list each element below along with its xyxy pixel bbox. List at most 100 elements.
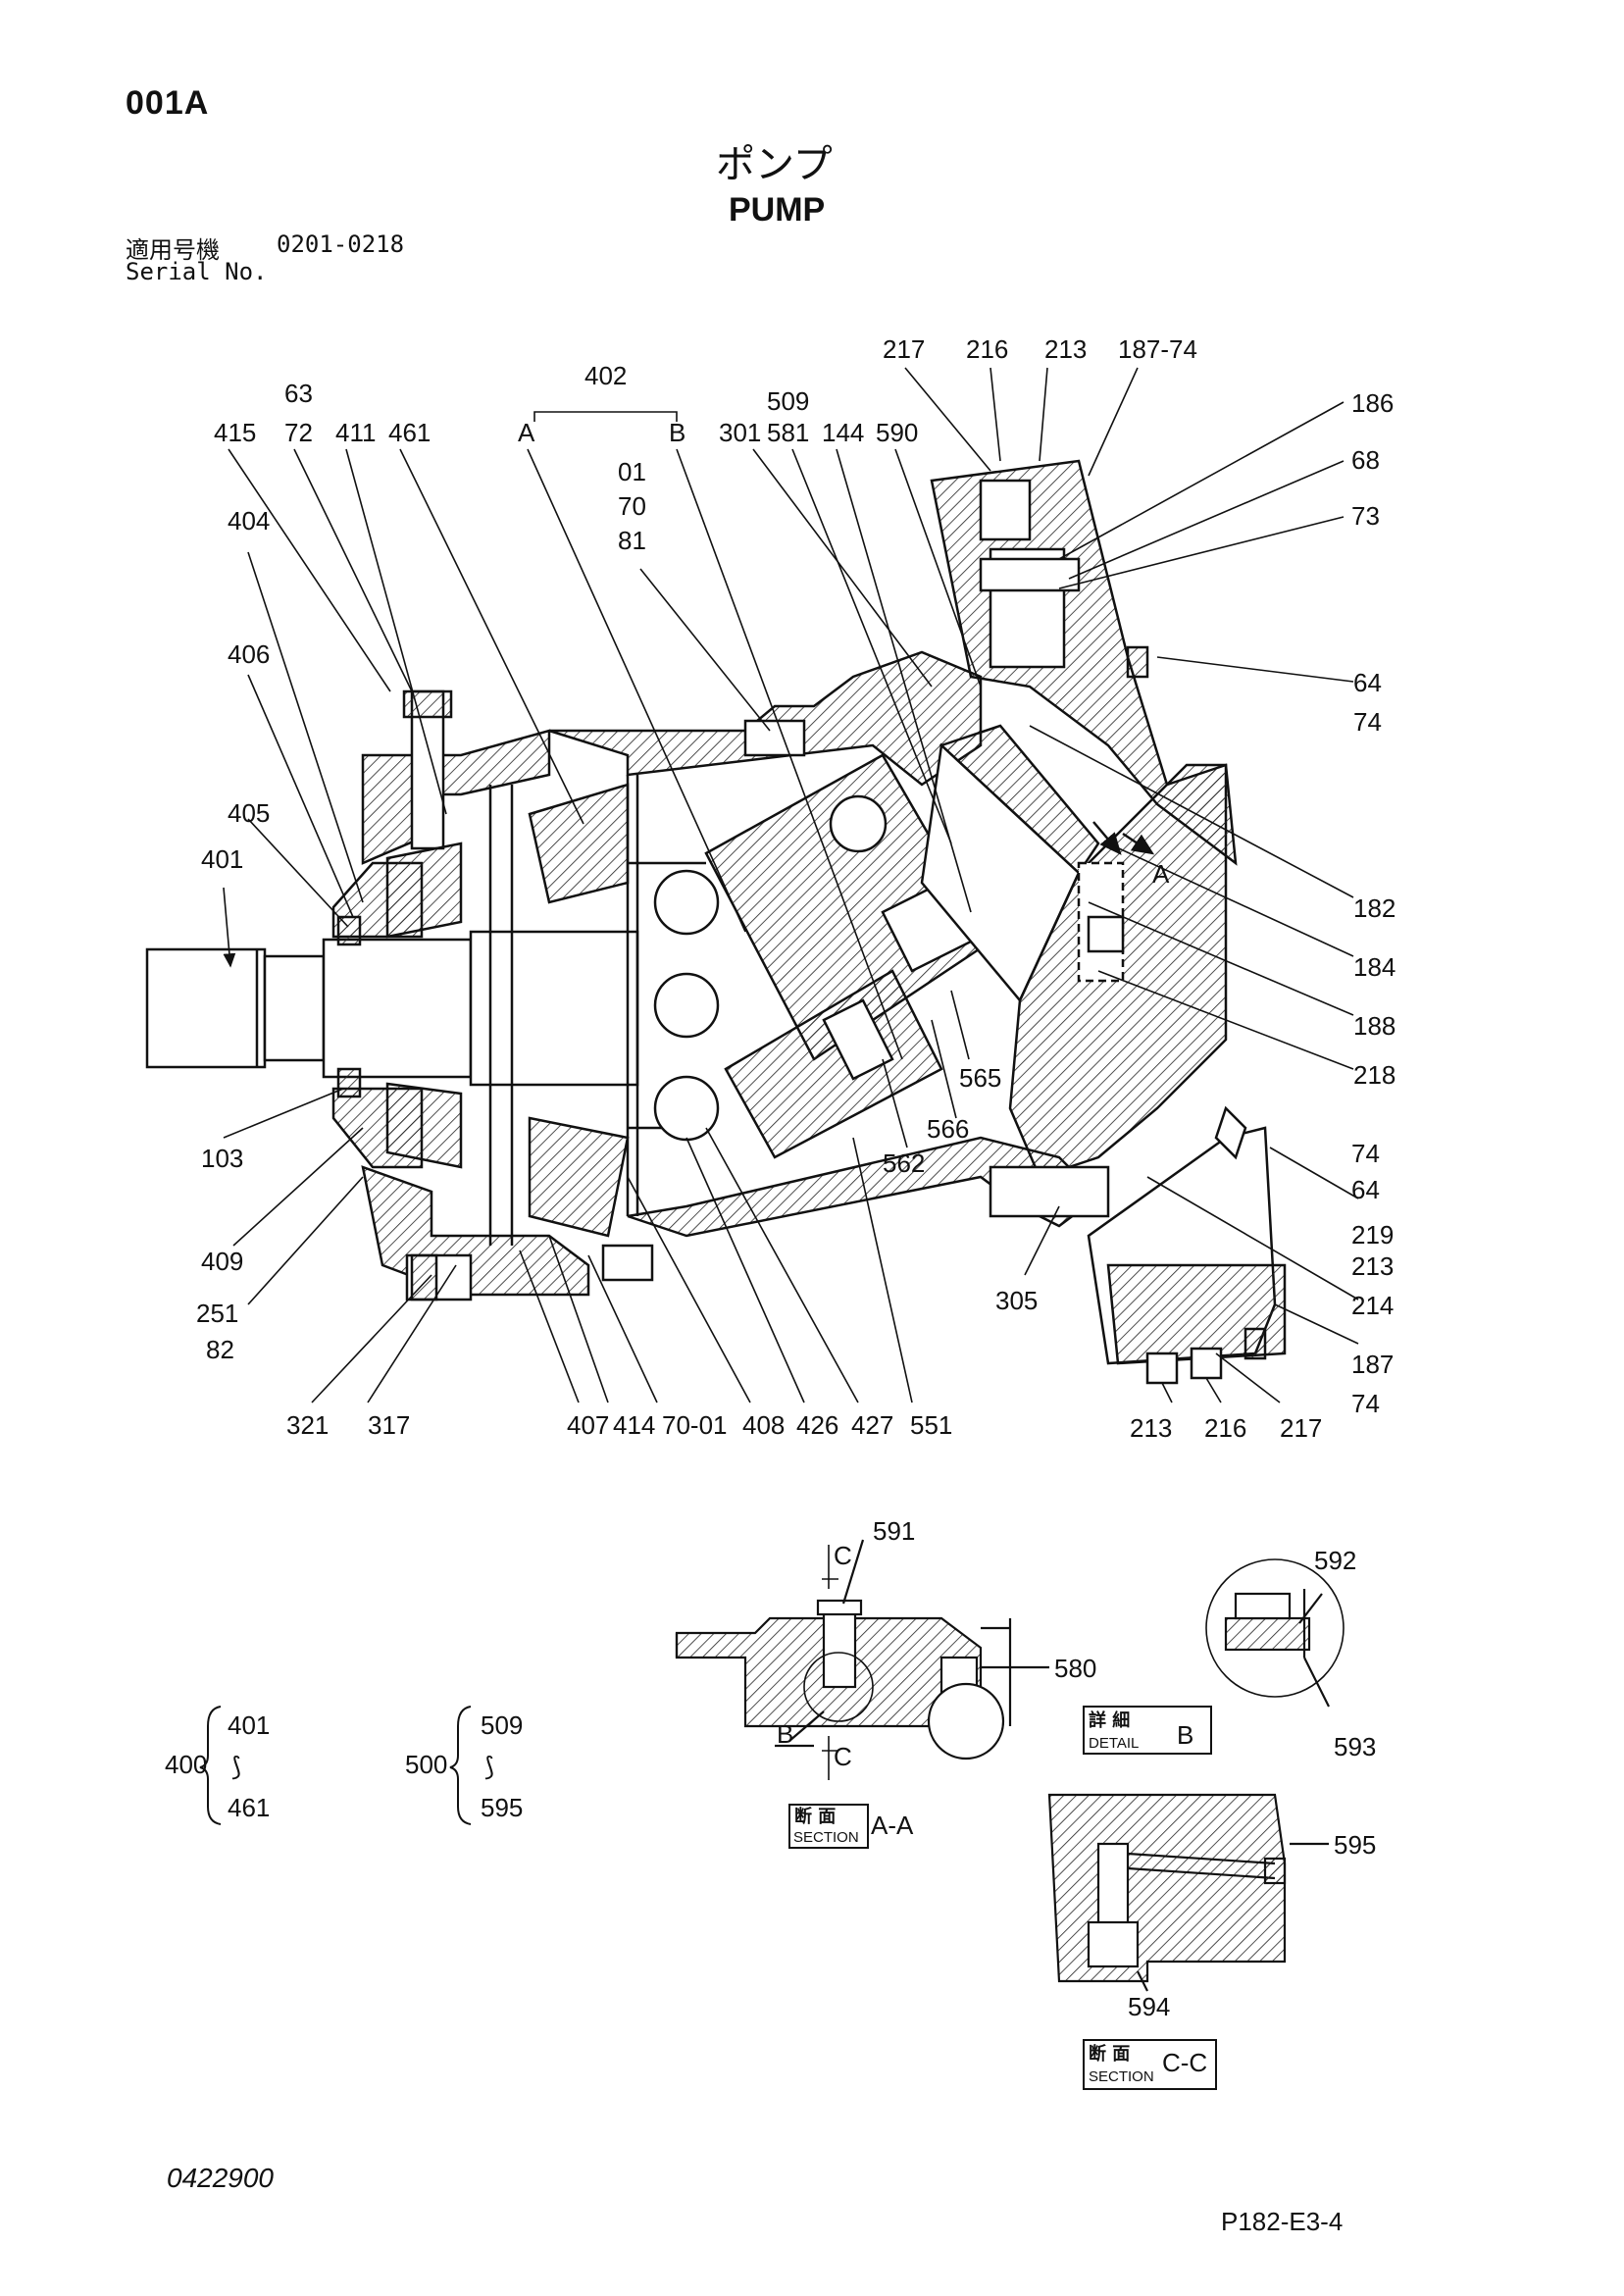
main-casing xyxy=(548,650,1100,1238)
callout-217-bottom: 217 xyxy=(1280,1413,1322,1443)
callout-70: 70 xyxy=(618,491,646,521)
callout-74-bottom: 74 xyxy=(1351,1389,1380,1418)
callout-427: 427 xyxy=(851,1410,893,1440)
callout-73: 73 xyxy=(1351,501,1380,531)
callout-188: 188 xyxy=(1353,1011,1396,1041)
callout-404: 404 xyxy=(228,506,270,536)
serial-label-english: Serial No. xyxy=(126,258,268,285)
bearings xyxy=(385,783,630,1246)
callout-580: 580 xyxy=(1054,1654,1096,1683)
detail-b-labels: 592 593 詳 細 DETAIL B xyxy=(1089,1546,1376,1761)
callout-592: 592 xyxy=(1314,1546,1356,1575)
callout-321: 321 xyxy=(286,1410,329,1440)
callout-305: 305 xyxy=(995,1286,1038,1315)
section-c-c-tag-en: SECTION xyxy=(1089,2068,1154,2085)
serial-range: 0201-0218 xyxy=(277,230,405,258)
callout-301: 301 xyxy=(719,418,761,447)
section-a-a-tag-jp: 断 面 xyxy=(794,1806,836,1827)
footer-page-code: P182-E3-4 xyxy=(1221,2207,1344,2236)
callout-562: 562 xyxy=(883,1148,925,1178)
callout-213-mid: 213 xyxy=(1351,1251,1394,1281)
callout-218: 218 xyxy=(1353,1060,1396,1090)
callout-72: 72 xyxy=(284,418,313,447)
callout-arrow-a: A xyxy=(1152,859,1170,889)
drive-shaft xyxy=(145,930,639,1087)
detail-b-letter: B xyxy=(1177,1720,1193,1750)
callout-317: 317 xyxy=(368,1410,410,1440)
callout-408: 408 xyxy=(742,1410,785,1440)
callout-594: 594 xyxy=(1128,1992,1170,2021)
callout-217-top: 217 xyxy=(883,334,925,364)
callout-182: 182 xyxy=(1353,893,1396,923)
detail-b-view xyxy=(1083,1558,1345,1755)
callout-64-top: 64 xyxy=(1353,668,1382,697)
callout-labels: 63 72 415 411 461 402 A B 01 70 81 509 3… xyxy=(196,334,1396,1443)
section-a-a-tag-box xyxy=(788,1804,869,1849)
callout-214: 214 xyxy=(1351,1291,1394,1320)
section-c-c-tag-jp: 断 面 xyxy=(1089,2043,1130,2065)
port-block xyxy=(930,459,1287,1385)
section-a-a-tag-en: SECTION xyxy=(793,1829,859,1846)
callout-01: 01 xyxy=(618,457,646,486)
detail-b-tag-jp: 詳 細 xyxy=(1089,1709,1130,1731)
section-c-c-labels: 595 594 断 面 SECTION C-C xyxy=(1089,1830,1376,2085)
callout-581: 581 xyxy=(767,418,809,447)
callout-70-01: 70-01 xyxy=(662,1410,728,1440)
callout-213-top: 213 xyxy=(1044,334,1087,364)
section-a-a-labels: 591 C 580 B C 断 面 SECTION A-A xyxy=(777,1516,1096,1849)
callout-415: 415 xyxy=(214,418,256,447)
title-japanese: ポンプ xyxy=(716,142,833,187)
callout-406: 406 xyxy=(228,639,270,669)
callout-402a: A xyxy=(518,418,535,447)
callout-593: 593 xyxy=(1334,1732,1376,1761)
callout-68: 68 xyxy=(1351,445,1380,475)
callout-565: 565 xyxy=(959,1063,1001,1093)
group-400-from: 401 xyxy=(228,1710,270,1740)
callout-186: 186 xyxy=(1351,388,1394,418)
callout-407: 407 xyxy=(567,1410,609,1440)
group-400-tilde: ⟆ xyxy=(231,1752,241,1781)
callout-64-mid: 64 xyxy=(1351,1175,1380,1204)
section-a-a-letter: A-A xyxy=(871,1811,914,1840)
callout-187-74: 187-74 xyxy=(1118,334,1197,364)
callout-461: 461 xyxy=(388,418,431,447)
group-500: 500 509 ⟆ 595 xyxy=(405,1706,523,1825)
callout-402b: B xyxy=(669,418,685,447)
callout-414: 414 xyxy=(613,1410,655,1440)
group-500-label: 500 xyxy=(405,1750,447,1779)
callout-411: 411 xyxy=(335,418,376,447)
callout-144: 144 xyxy=(822,418,864,447)
page-id: 001A xyxy=(126,84,210,122)
callout-591: 591 xyxy=(873,1516,915,1546)
title-english: PUMP xyxy=(729,191,826,229)
callout-251: 251 xyxy=(196,1299,238,1328)
detail-b-tag-en: DETAIL xyxy=(1089,1735,1139,1752)
callout-402: 402 xyxy=(584,361,627,390)
group-400: 400 401 ⟆ 461 xyxy=(165,1706,270,1825)
footer-document-code: 0422900 xyxy=(167,2163,275,2193)
callout-74-mid: 74 xyxy=(1351,1139,1380,1168)
callout-187-bottom: 187 xyxy=(1351,1350,1394,1379)
callout-219: 219 xyxy=(1351,1220,1394,1250)
callout-409: 409 xyxy=(201,1247,243,1276)
callout-405: 405 xyxy=(228,798,270,828)
group-400-label: 400 xyxy=(165,1750,207,1779)
section-c-c-view xyxy=(1047,1793,1329,2090)
callout-216-top: 216 xyxy=(966,334,1008,364)
callout-63: 63 xyxy=(284,379,313,408)
section-c-c-letter: C-C xyxy=(1162,2048,1207,2077)
leader-lines xyxy=(223,367,1359,1403)
callout-590: 590 xyxy=(876,418,918,447)
group-500-to: 595 xyxy=(481,1793,523,1822)
section-cut-c-bottom: C xyxy=(834,1742,852,1771)
group-400-to: 461 xyxy=(228,1793,270,1822)
callout-509: 509 xyxy=(767,386,809,416)
callout-74-top: 74 xyxy=(1353,707,1382,737)
callout-566: 566 xyxy=(927,1114,969,1144)
callout-184: 184 xyxy=(1353,952,1396,982)
pump-cross-section xyxy=(145,459,1287,1385)
callout-81: 81 xyxy=(618,526,646,555)
callout-detail-b-marker: B xyxy=(777,1719,793,1749)
callout-551: 551 xyxy=(910,1410,952,1440)
